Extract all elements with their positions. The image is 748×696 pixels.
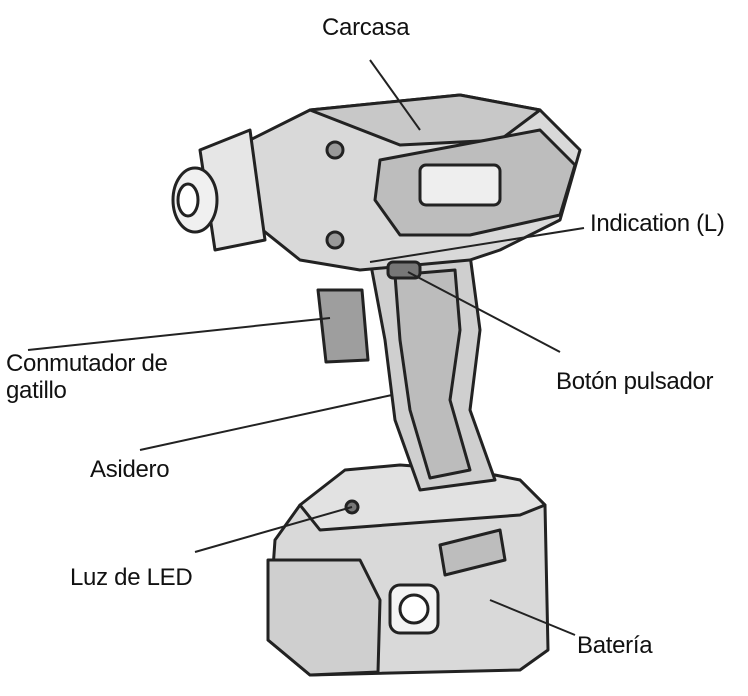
leader-grip xyxy=(140,395,392,450)
label-grip: Asidero xyxy=(90,456,169,484)
label-trigger-line2: gatillo xyxy=(6,377,67,405)
label-battery: Batería xyxy=(577,632,652,660)
label-housing: Carcasa xyxy=(322,14,409,42)
label-trigger-line1: Conmutador de xyxy=(6,350,168,378)
label-indication: Indication (L) xyxy=(590,210,725,238)
battery-front-panel xyxy=(268,560,380,675)
label-push-button: Botón pulsador xyxy=(556,368,713,396)
leader-trigger xyxy=(28,318,330,350)
label-led: Luz de LED xyxy=(70,564,192,592)
trigger xyxy=(318,290,368,362)
